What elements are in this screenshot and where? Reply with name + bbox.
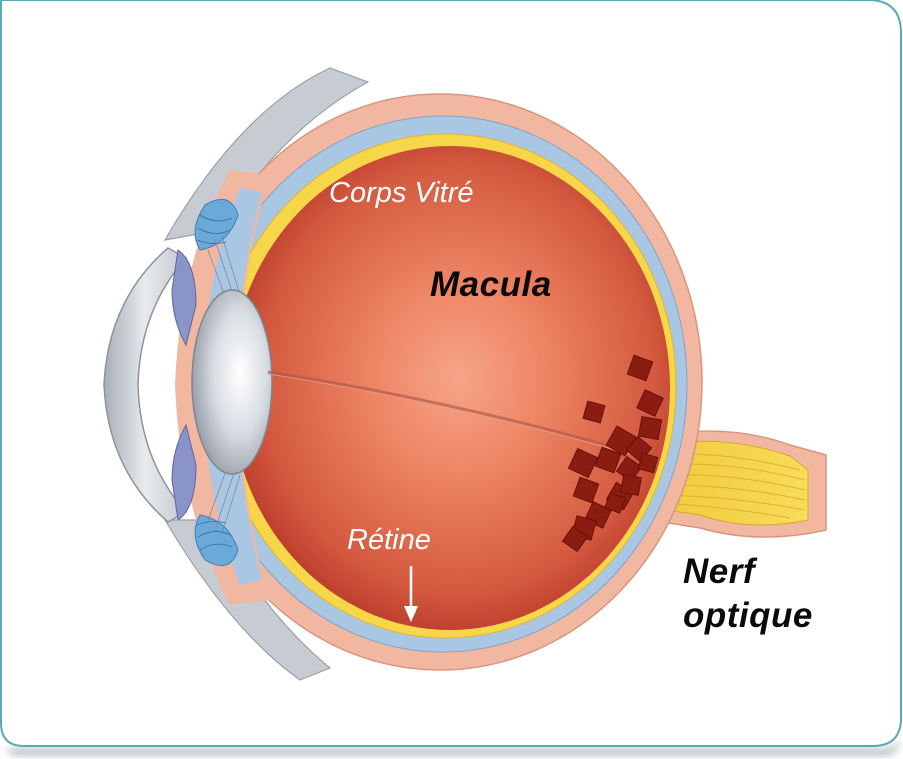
label-vitreous: Corps Vitré	[329, 177, 474, 209]
label-retina: Rétine	[347, 524, 431, 556]
cornea	[103, 247, 188, 523]
vitreous-body	[230, 146, 670, 630]
label-optic-nerve-line2: optique	[683, 596, 813, 635]
label-optic-nerve-line1: Nerf	[683, 552, 756, 591]
damage-spots	[561, 354, 664, 553]
iris	[171, 249, 197, 521]
hyaloid-canal	[267, 370, 631, 454]
lens	[191, 289, 273, 475]
label-macula: Macula	[430, 265, 552, 304]
retina-arrow-icon	[404, 566, 418, 622]
